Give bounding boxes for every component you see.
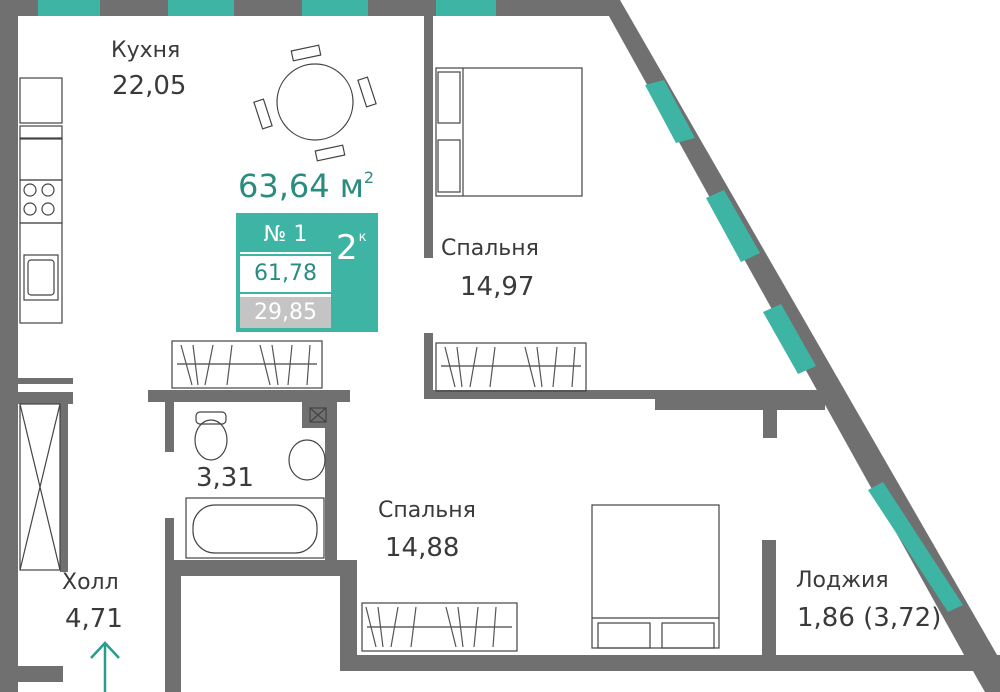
furniture <box>19 44 720 652</box>
room-count: 2к <box>336 228 367 268</box>
windows <box>38 0 963 612</box>
room-area-bedroom-1: 14,97 <box>460 272 535 302</box>
wardrobe-hangers <box>180 344 576 648</box>
arrow-up-icon <box>90 641 120 692</box>
divider <box>240 292 331 294</box>
divider <box>240 254 331 256</box>
room-label-bedroom-1: Спальня <box>441 236 539 261</box>
room-label-kitchen: Кухня <box>111 38 181 63</box>
room-label-hall: Холл <box>62 570 119 595</box>
total-area: 63,64 м2 <box>238 167 375 205</box>
room-area-bathroom: 3,31 <box>196 463 254 493</box>
apartment-badge: № 1 61,78 29,85 2к <box>236 213 378 332</box>
living-area: 61,78 <box>254 261 317 286</box>
room-area-hall: 4,71 <box>65 604 123 634</box>
room-area-kitchen: 22,05 <box>112 71 187 101</box>
room-label-loggia: Лоджия <box>796 568 889 593</box>
apartment-number: № 1 <box>240 217 331 252</box>
secondary-area: 29,85 <box>240 297 331 328</box>
room-area-bedroom-2: 14,88 <box>385 533 460 563</box>
room-area-loggia: 1,86 (3,72) <box>797 603 942 633</box>
room-label-bedroom-2: Спальня <box>378 498 476 523</box>
